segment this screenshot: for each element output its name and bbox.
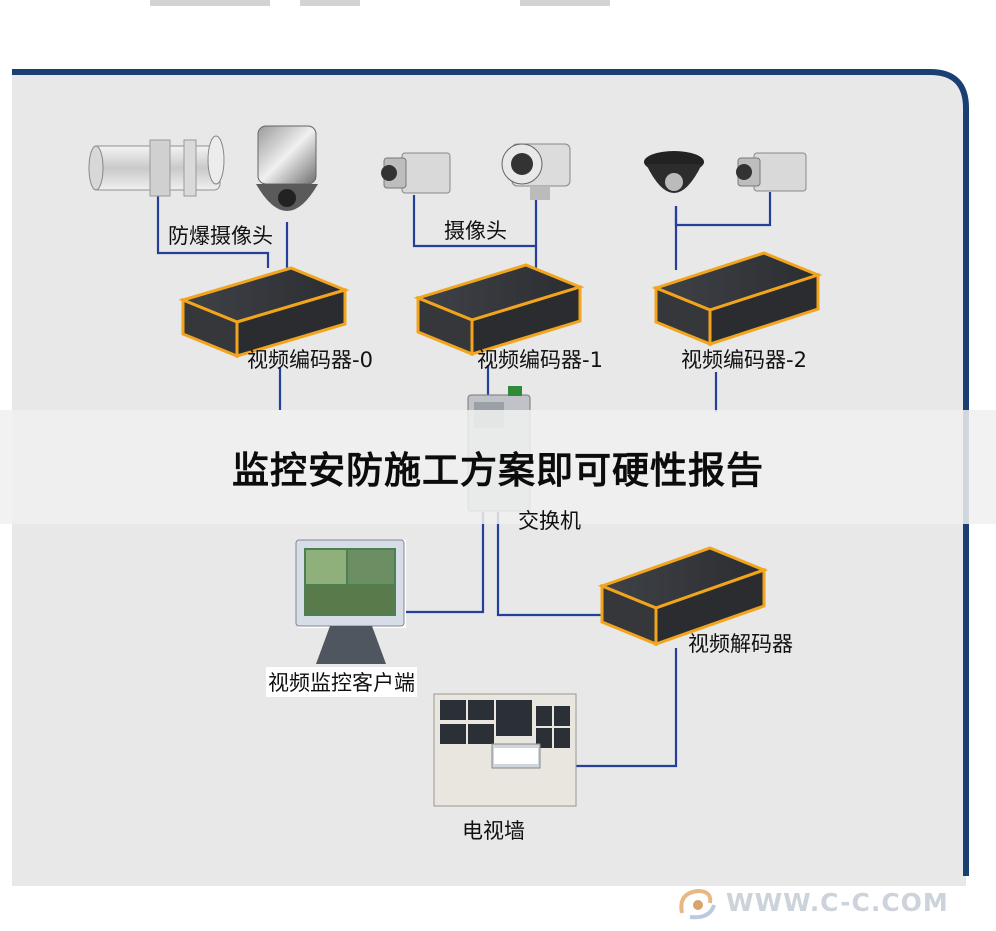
ir-bullet-camera-icon xyxy=(501,143,571,200)
watermark-text: WWW.C-C.COM xyxy=(726,887,949,917)
top-fragment xyxy=(150,0,610,6)
label-switch: 交换机 xyxy=(518,509,581,533)
label-explosion-camera: 防爆摄像头 xyxy=(168,224,273,248)
box-camera-icon xyxy=(736,152,807,192)
explosion-proof-camera-icon xyxy=(88,135,225,197)
encoder-2-icon xyxy=(651,251,823,347)
label-encoder-1: 视频编码器-1 xyxy=(477,348,603,372)
label-tv-wall: 电视墙 xyxy=(462,819,525,843)
watermark: WWW.C-C.COM xyxy=(676,882,949,922)
encoder-1-icon xyxy=(413,263,585,357)
page-title: 监控安防施工方案即可硬性报告 xyxy=(232,449,764,492)
swirl-logo-icon xyxy=(679,888,716,920)
title-banner xyxy=(0,410,996,524)
decoder-icon xyxy=(597,546,769,647)
box-camera-icon xyxy=(381,152,451,194)
ptz-dome-camera-icon xyxy=(256,125,318,211)
label-encoder-2: 视频编码器-2 xyxy=(681,348,807,372)
tv-wall-icon xyxy=(433,693,577,807)
dome-camera-icon xyxy=(644,151,704,193)
label-client: 视频监控客户端 xyxy=(266,667,417,697)
cables xyxy=(156,192,772,768)
monitor-icon xyxy=(295,539,406,664)
label-encoder-0: 视频编码器-0 xyxy=(247,348,373,372)
label-camera: 摄像头 xyxy=(444,219,507,243)
encoder-0-icon xyxy=(178,266,350,359)
frame-border xyxy=(12,69,969,876)
label-decoder: 视频解码器 xyxy=(688,632,793,656)
